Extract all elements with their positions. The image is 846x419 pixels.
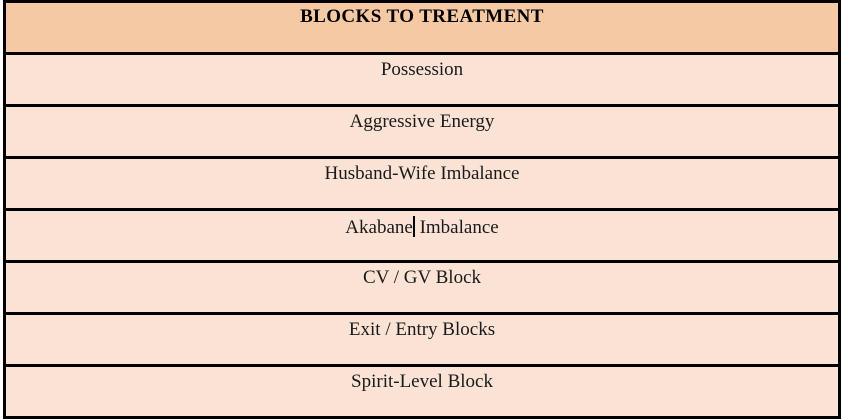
document-canvas: BLOCKS TO TREATMENT Possession Aggressiv… <box>3 0 841 419</box>
table-row: CV / GV Block <box>3 260 841 315</box>
table-cell-spirit-level-block[interactable]: Spirit-Level Block <box>3 364 841 419</box>
table-header-row: BLOCKS TO TREATMENT <box>3 0 841 55</box>
table-row: Spirit-Level Block <box>3 364 841 419</box>
table-row: Exit / Entry Blocks <box>3 312 841 367</box>
table-row: Husband-Wife Imbalance <box>3 156 841 211</box>
table-header-cell[interactable]: BLOCKS TO TREATMENT <box>3 0 841 55</box>
cell-label: Aggressive Energy <box>349 111 495 132</box>
cell-label-text-before-caret: Akabane <box>345 217 413 238</box>
blocks-to-treatment-table[interactable]: BLOCKS TO TREATMENT Possession Aggressiv… <box>3 0 841 419</box>
table-body: BLOCKS TO TREATMENT Possession Aggressiv… <box>3 0 841 419</box>
cell-label-with-caret: Akabane Imbalance <box>345 211 499 238</box>
table-row: Akabane Imbalance <box>3 208 841 263</box>
cell-label: Possession <box>380 59 464 80</box>
table-cell-cv-gv-block[interactable]: CV / GV Block <box>3 260 841 315</box>
cell-label: Husband-Wife Imbalance <box>324 163 520 184</box>
table-cell-akabane-imbalance[interactable]: Akabane Imbalance <box>3 208 841 263</box>
table-title: BLOCKS TO TREATMENT <box>300 6 544 27</box>
cell-label: CV / GV Block <box>362 267 482 288</box>
cell-label: Exit / Entry Blocks <box>348 319 496 340</box>
cell-label-text-after-caret: Imbalance <box>414 217 499 238</box>
table-row: Possession <box>3 52 841 107</box>
table-row: Aggressive Energy <box>3 104 841 159</box>
table-cell-possession[interactable]: Possession <box>3 52 841 107</box>
table-cell-aggressive-energy[interactable]: Aggressive Energy <box>3 104 841 159</box>
table-cell-husband-wife-imbalance[interactable]: Husband-Wife Imbalance <box>3 156 841 211</box>
table-cell-exit-entry-blocks[interactable]: Exit / Entry Blocks <box>3 312 841 367</box>
cell-label: Spirit-Level Block <box>351 371 493 392</box>
text-cursor-caret <box>412 216 415 237</box>
